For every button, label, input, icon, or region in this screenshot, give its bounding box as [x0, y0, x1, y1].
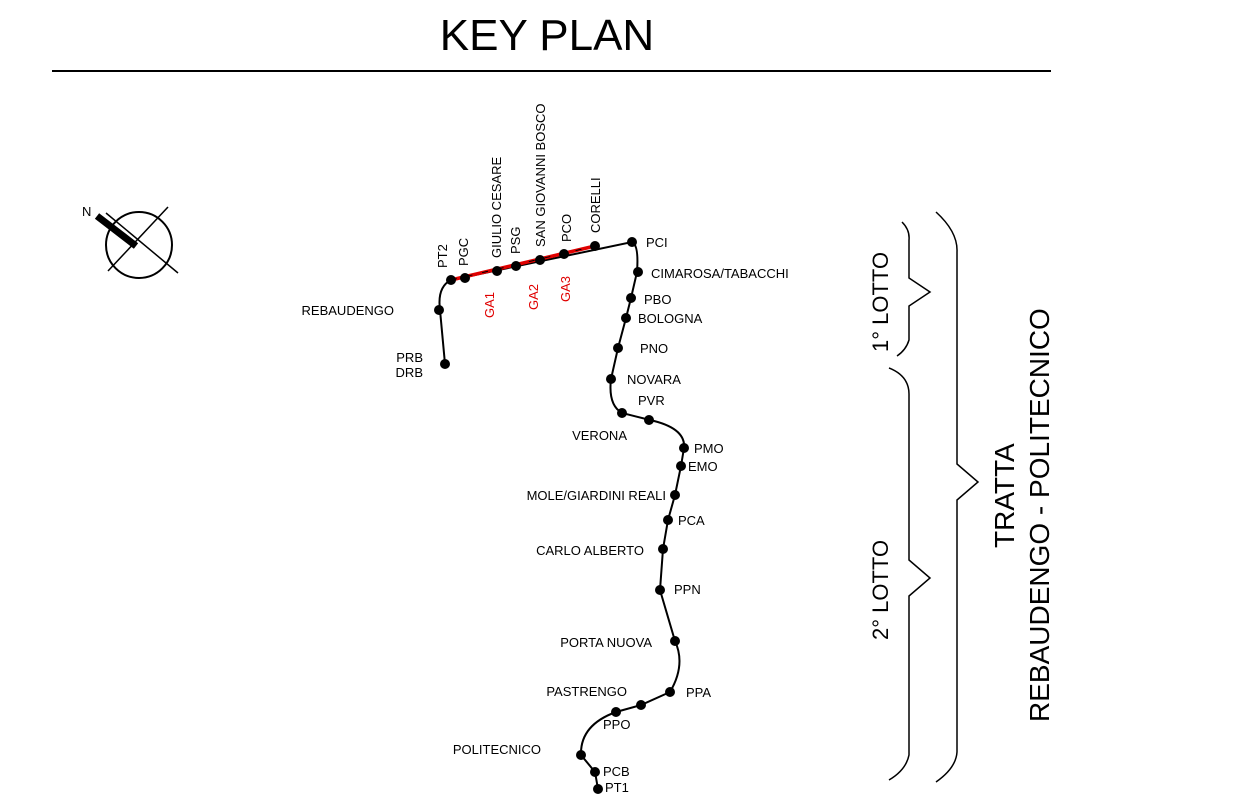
station-label-mole: MOLE/GIARDINI REALI	[527, 488, 666, 503]
station-label-prb: PRB	[396, 350, 423, 365]
highlighted-segment	[450, 244, 596, 282]
lot-2-bracket	[888, 367, 932, 781]
station-label-ppn: PPN	[674, 582, 701, 597]
lot-1-bracket	[896, 221, 932, 357]
segment-label-ga2: GA2	[526, 284, 541, 310]
station-label-pci: PCI	[646, 235, 668, 250]
station-label-pt2: PT2	[435, 244, 450, 268]
station-label-drb: DRB	[396, 365, 423, 380]
station-label-rebaudengo: REBAUDENGO	[302, 303, 394, 318]
station-label-ppo: PPO	[603, 717, 630, 732]
north-arrow-icon: N	[82, 204, 179, 279]
station-label-emo: EMO	[688, 459, 718, 474]
station-label-giulio-cesare: GIULIO CESARE	[489, 157, 504, 258]
station-label-pco: PCO	[559, 214, 574, 242]
north-label: N	[82, 204, 91, 219]
segment-label-ga1: GA1	[482, 292, 497, 318]
station-label-pcb: PCB	[603, 764, 630, 779]
tratta-name-label: REBAUDENGO - POLITECNICO	[1024, 308, 1055, 722]
station-label-pmo: PMO	[694, 441, 724, 456]
lot-1-label: 1° LOTTO	[868, 252, 893, 352]
station-label-politecnico: POLITECNICO	[453, 742, 541, 757]
station-label-pastrengo: PASTRENGO	[546, 684, 627, 699]
station-dots	[434, 237, 689, 794]
station-label-corelli: CORELLI	[588, 177, 603, 233]
station-label-pvr: PVR	[638, 393, 665, 408]
station-label-ppa: PPA	[686, 685, 711, 700]
station-label-verona: VERONA	[572, 428, 627, 443]
tratta-bracket	[935, 211, 980, 783]
lot-2-label: 2° LOTTO	[868, 540, 893, 640]
station-label-pbo: PBO	[644, 292, 671, 307]
station-label-carlo-alberto: CARLO ALBERTO	[536, 543, 644, 558]
page-title: KEY PLAN	[440, 11, 654, 60]
station-label-pt1: PT1	[605, 780, 629, 795]
station-label-pno: PNO	[640, 341, 668, 356]
station-label-pgc: PGC	[456, 238, 471, 266]
station-label-pca: PCA	[678, 513, 705, 528]
station-label-san-giovanni-bosco: SAN GIOVANNI BOSCO	[533, 103, 548, 247]
segment-label-ga3: GA3	[558, 276, 573, 302]
station-label-porta-nuova: PORTA NUOVA	[560, 635, 652, 650]
tratta-label: TRATTA	[989, 443, 1020, 548]
station-label-psg: PSG	[508, 227, 523, 254]
station-label-novara: NOVARA	[627, 372, 681, 387]
station-label-cimarosa: CIMAROSA/TABACCHI	[651, 266, 789, 281]
station-label-bologna: BOLOGNA	[638, 311, 703, 326]
